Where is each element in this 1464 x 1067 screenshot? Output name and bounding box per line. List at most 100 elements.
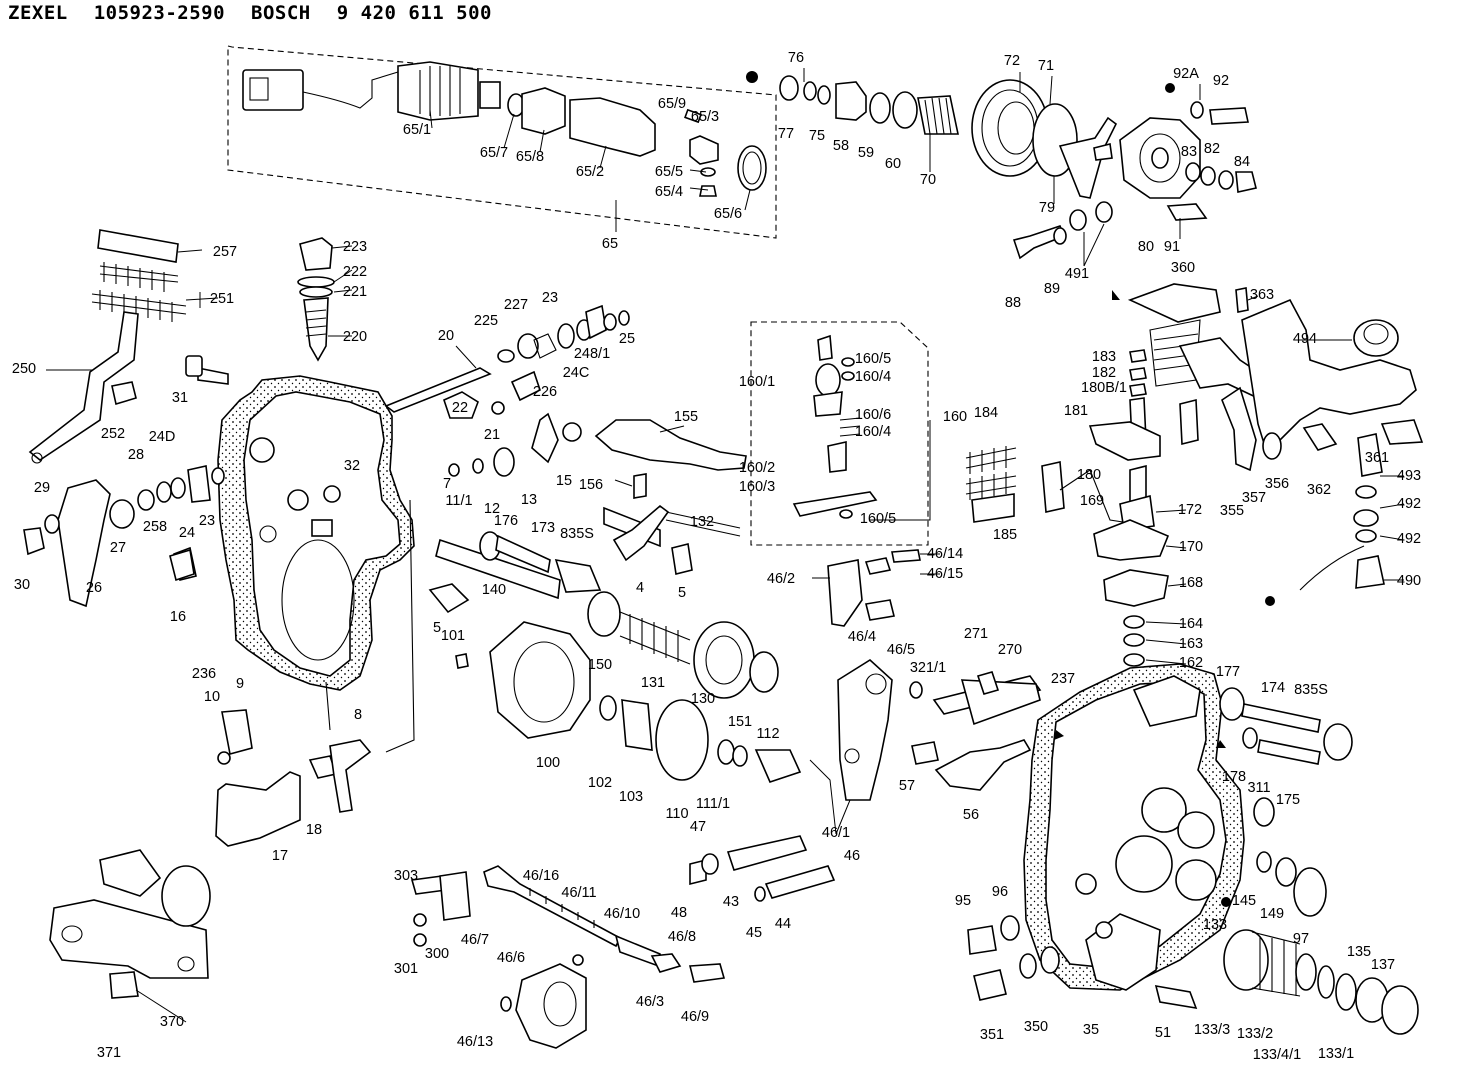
part-label: 131: [641, 675, 665, 691]
part-label: 170: [1179, 539, 1203, 555]
part-label: 156: [579, 477, 603, 493]
part-label: 371: [97, 1045, 121, 1061]
part-label: 29: [34, 480, 50, 496]
part-label: 258: [143, 519, 167, 535]
part-label: 65/3: [691, 109, 719, 125]
part-label: 80: [1138, 239, 1154, 255]
part-label: 132: [690, 514, 714, 530]
part-label: 162: [1179, 655, 1203, 671]
part-number-bosch: 9 420 611 500: [336, 2, 492, 24]
part-label: 174: [1261, 680, 1285, 696]
part-label: 71: [1038, 58, 1054, 74]
part-label: 160: [943, 409, 967, 425]
part-label: 13: [521, 492, 537, 508]
part-label: 493: [1397, 468, 1421, 484]
part-label: 135: [1347, 944, 1371, 960]
part-label: 65/2: [576, 164, 604, 180]
part-label: 133/1: [1318, 1046, 1354, 1062]
timer-cover-assembly: [746, 71, 1257, 260]
part-label: 150: [588, 657, 612, 673]
part-label: 112: [756, 726, 779, 742]
part-label: 21: [484, 427, 500, 443]
center-rod-group: [428, 504, 741, 614]
part-label: 46: [844, 848, 860, 864]
part-label: 7: [443, 476, 451, 492]
part-label: 10: [204, 689, 220, 705]
part-label: 46/14: [927, 546, 963, 562]
part-label: 12: [484, 501, 500, 517]
part-label: 492: [1397, 531, 1421, 547]
part-label: 48: [671, 905, 687, 921]
part-label: 77: [778, 126, 794, 142]
part-label: 149: [1260, 906, 1284, 922]
governor-lever-parts: [792, 334, 878, 519]
part-label: 140: [482, 582, 506, 598]
part-label: 46/16: [523, 868, 559, 884]
part-label: 181: [1064, 403, 1088, 419]
part-label: 220: [343, 329, 367, 345]
part-label: 97: [1293, 931, 1309, 947]
pump-housing-left: [217, 375, 415, 691]
linkage-rod-bottom: [410, 865, 726, 1049]
part-label: 301: [394, 961, 418, 977]
misc-parts: [169, 290, 1231, 907]
governor-group-box: [750, 321, 929, 546]
part-label: 31: [172, 390, 188, 406]
part-label: 46/13: [457, 1034, 493, 1050]
part-label: 46/4: [848, 629, 876, 645]
part-label: 361: [1365, 450, 1389, 466]
part-label: 173: [531, 520, 555, 536]
part-label: 65/9: [658, 96, 686, 112]
part-label: 155: [674, 409, 698, 425]
part-label: 145: [1232, 893, 1256, 909]
part-label: 252: [101, 426, 125, 442]
part-label: 137: [1371, 957, 1395, 973]
part-label: 180B/1: [1081, 380, 1127, 396]
part-label: 60: [885, 156, 901, 172]
part-label: 248/1: [574, 346, 610, 362]
part-label: 130: [691, 691, 715, 707]
idle-assembly: [49, 849, 211, 999]
part-label: 46/9: [681, 1009, 709, 1025]
part-label: 18: [306, 822, 322, 838]
part-label: 110: [665, 806, 688, 822]
part-label: 58: [833, 138, 849, 154]
bolt-column-220: [297, 237, 335, 362]
part-label: 151: [728, 714, 752, 730]
part-label: 23: [199, 513, 215, 529]
part-label: 65/5: [655, 164, 683, 180]
part-label: 92A: [1173, 66, 1199, 82]
governor-shaft-group: [384, 304, 747, 499]
part-label: 164: [1179, 616, 1203, 632]
part-label: 100: [536, 755, 560, 771]
part-label: 221: [343, 284, 367, 300]
solenoid-group-box: [227, 45, 777, 239]
part-label: 46/5: [887, 642, 915, 658]
part-label: 47: [690, 819, 706, 835]
part-label: 96: [992, 884, 1008, 900]
part-label: 46/11: [561, 885, 596, 901]
part-label: 24D: [149, 429, 176, 445]
part-label: 17: [272, 848, 288, 864]
diagram-header: ZEXEL 105923-2590 BOSCH 9 420 611 500: [8, 2, 492, 24]
part-label: 175: [1276, 792, 1300, 808]
part-number-zexel: 105923-2590: [93, 2, 226, 24]
part-label: 5: [678, 585, 686, 601]
part-label: 56: [963, 807, 979, 823]
part-label: 362: [1307, 482, 1331, 498]
pressure-valve-group: [967, 915, 1419, 1035]
part-label: 226: [533, 384, 557, 400]
part-label: 133/2: [1237, 1026, 1273, 1042]
part-label: 133/4/1: [1253, 1047, 1301, 1063]
part-label: 92: [1213, 73, 1229, 89]
part-label: 91: [1164, 239, 1180, 255]
adjuster-group-left: [23, 465, 225, 608]
part-label: 24C: [563, 365, 590, 381]
part-label: 45: [746, 925, 762, 941]
part-label: 65/1: [403, 122, 431, 138]
part-label: 178: [1222, 769, 1246, 785]
part-label: 88: [1005, 295, 1021, 311]
part-label: 44: [775, 916, 791, 932]
part-label: 835S: [1294, 682, 1328, 698]
